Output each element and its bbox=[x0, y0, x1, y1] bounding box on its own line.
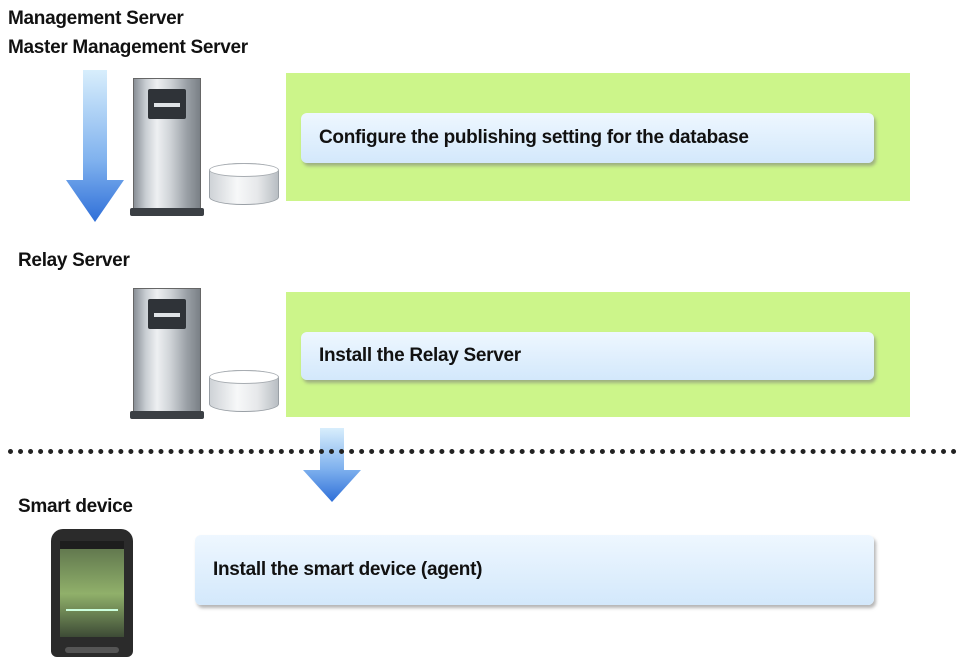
server-tower-icon bbox=[130, 78, 204, 216]
network-boundary-divider bbox=[8, 449, 957, 454]
database-disk-icon bbox=[209, 163, 279, 205]
master-management-server-label: Master Management Server bbox=[8, 37, 248, 58]
down-arrow-icon bbox=[303, 428, 361, 502]
smartphone-icon bbox=[51, 529, 133, 657]
install-relay-server-step: Install the Relay Server bbox=[301, 332, 874, 380]
down-arrow-icon bbox=[66, 70, 124, 222]
database-disk-icon bbox=[209, 370, 279, 412]
install-smart-device-step: Install the smart device (agent) bbox=[195, 535, 874, 605]
server-tower-icon bbox=[130, 288, 204, 419]
relay-server-label: Relay Server bbox=[18, 250, 130, 271]
smart-device-label: Smart device bbox=[18, 496, 133, 517]
management-server-label: Management Server bbox=[8, 8, 184, 29]
configure-publishing-step: Configure the publishing setting for the… bbox=[301, 113, 874, 163]
